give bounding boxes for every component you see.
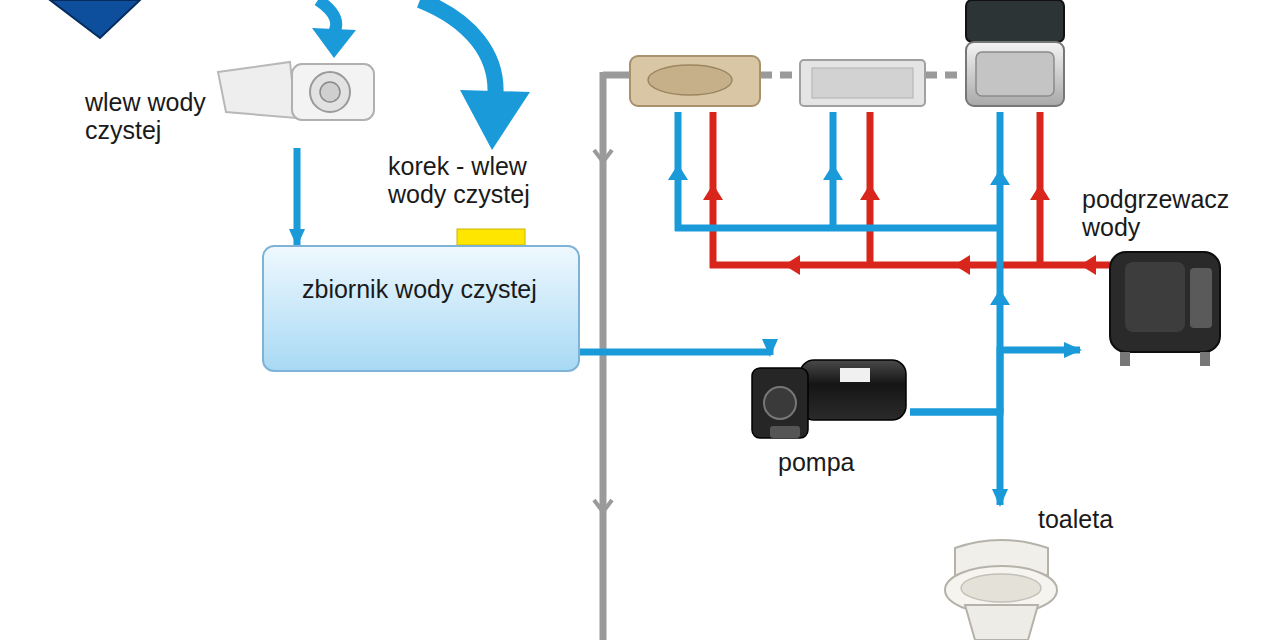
tank-cap (457, 229, 525, 245)
node-label: zbiornik wody czystej (302, 275, 547, 303)
filler-inlet-picture (218, 62, 374, 120)
fill-arrow (420, 0, 496, 100)
node-label: toaleta (1038, 505, 1143, 533)
shower-tray-picture (800, 60, 925, 106)
washbasin-picture (630, 56, 760, 106)
part-label: korek - wlew wody czystej (388, 152, 588, 208)
cold-water-arrows (668, 164, 1010, 305)
hot-water-pipes (710, 112, 1112, 268)
water-pipe (294, 148, 301, 245)
toilet-node: toaleta (945, 505, 1145, 640)
node-label: pompa (778, 448, 898, 476)
node-label: podgrzewacz wody (1082, 185, 1272, 241)
heater-picture (1110, 252, 1220, 366)
water-pipe (580, 352, 770, 355)
toilet-picture (945, 540, 1057, 640)
water-pipe (910, 412, 1000, 505)
kitchen-sink-picture (966, 0, 1064, 106)
label-holder: korek - wlew wody czystej (388, 152, 588, 208)
water-pipe (910, 350, 1080, 412)
fill-arrow-head (312, 28, 356, 58)
fill-arrow-head (460, 90, 530, 150)
pump-node: pompa (745, 355, 910, 480)
drain-line (594, 72, 963, 640)
pump-picture (752, 360, 906, 438)
heater-node: podgrzewacz wody (1080, 185, 1275, 365)
inlet-node: wlew wody czystej (85, 60, 375, 148)
logo-corner (50, 0, 140, 38)
tank-box: zbiornik wody czystej (262, 245, 580, 372)
node-label: wlew wody czystej (85, 88, 255, 144)
